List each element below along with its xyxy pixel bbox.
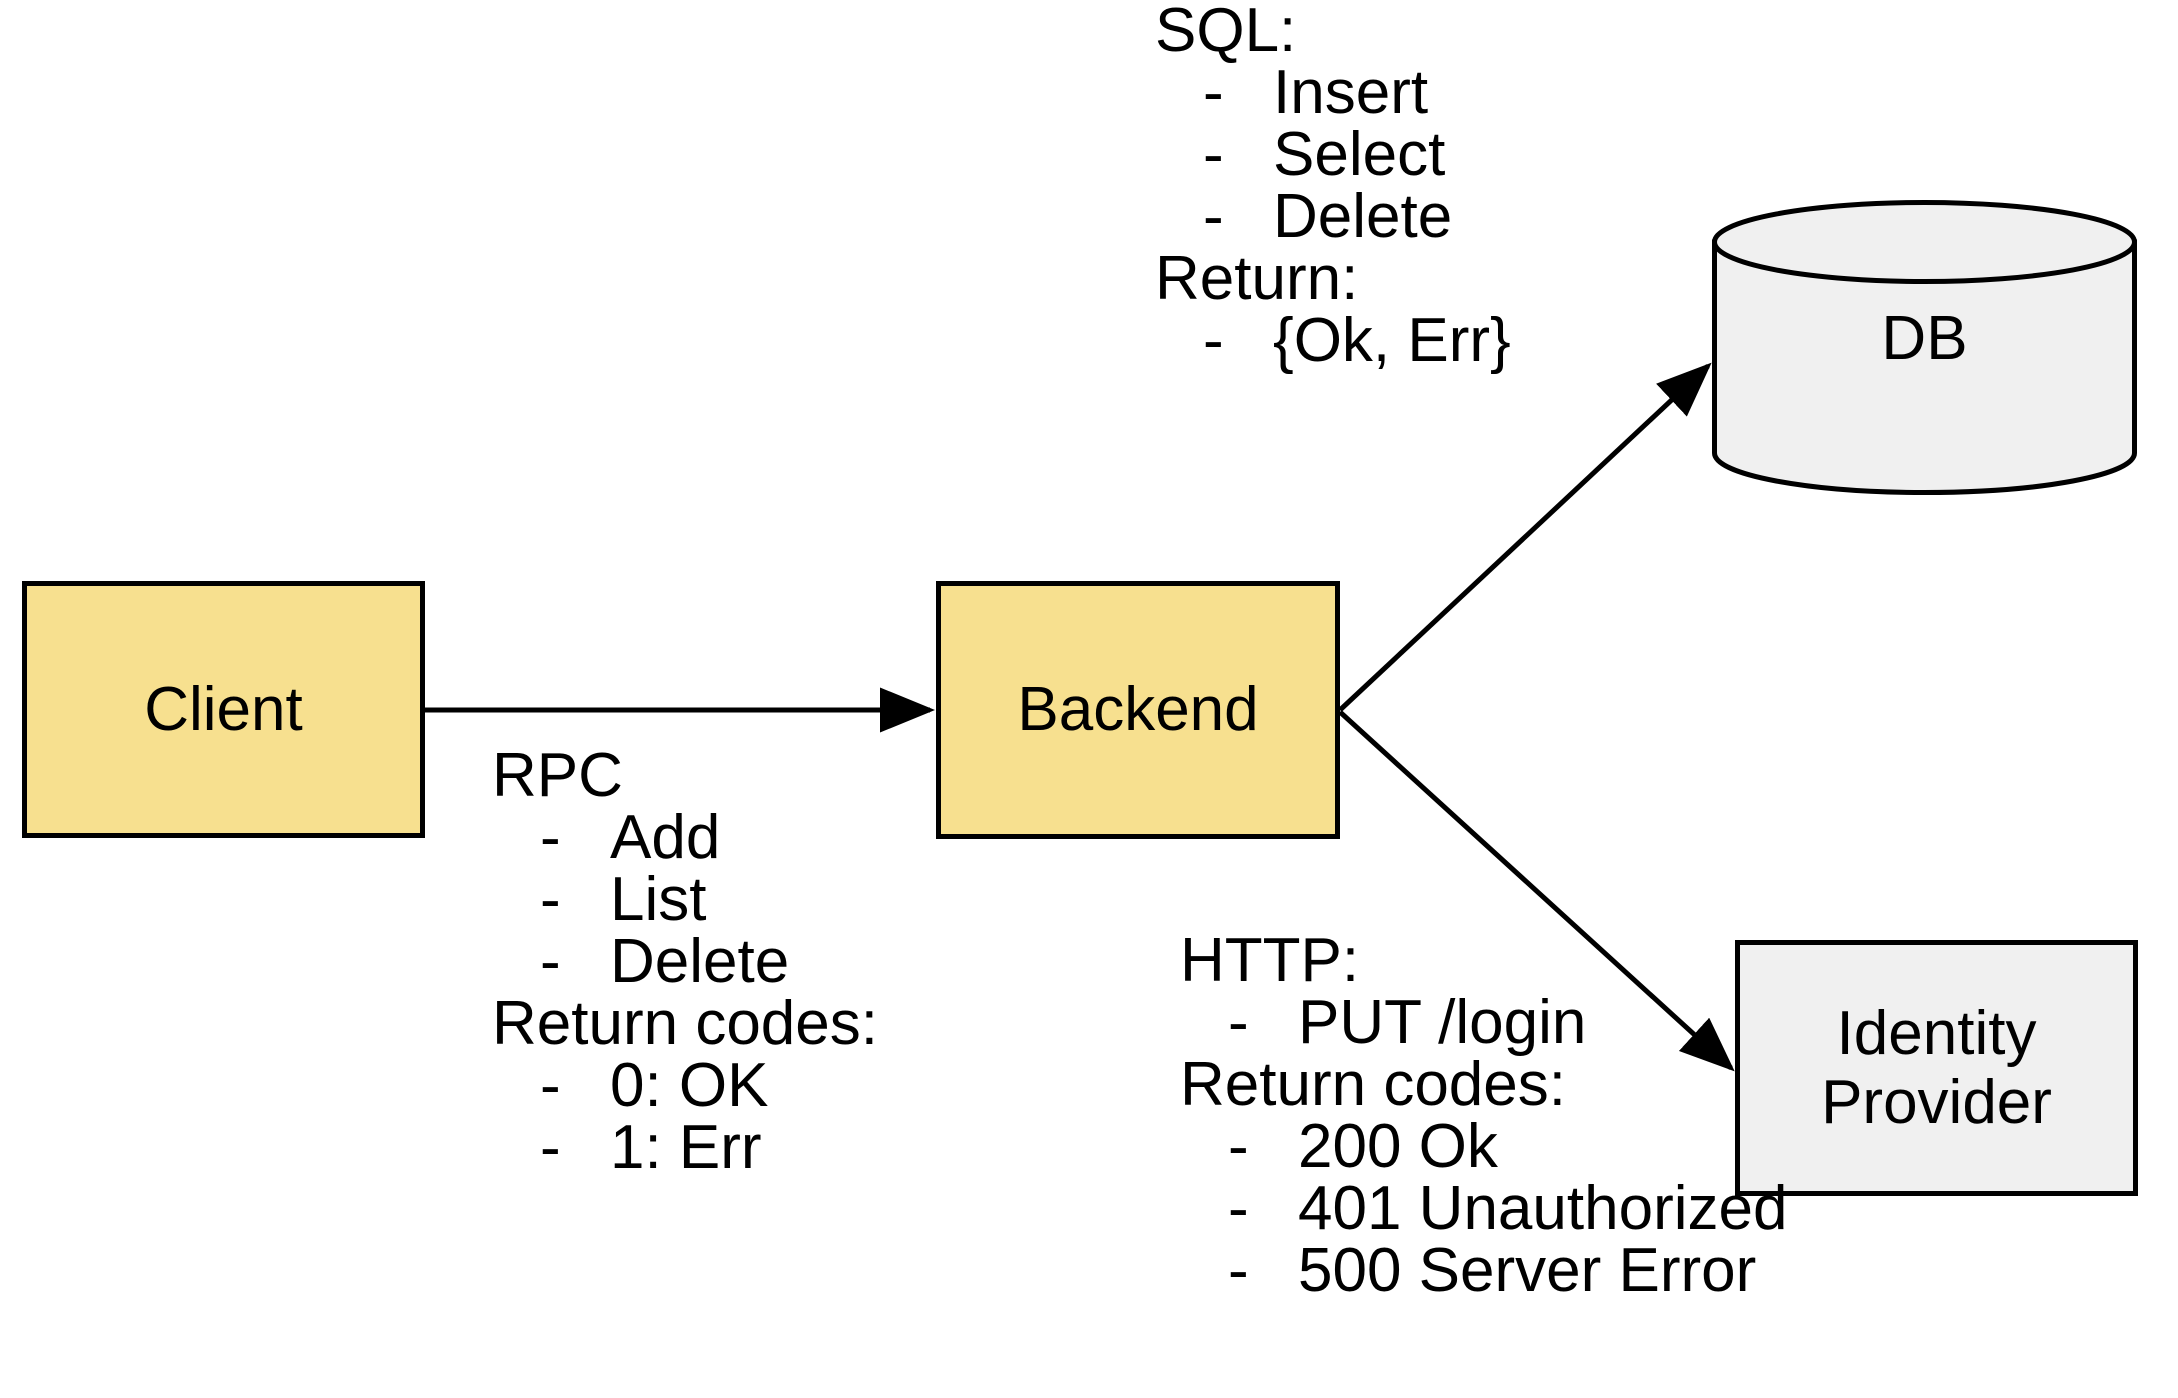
idp-label-line2: Provider [1821, 1068, 2052, 1137]
bullet-marker: - [540, 927, 561, 996]
list-item: -Delete [1155, 186, 1511, 248]
annotation-rpc: RPC -Add -List -Delete Return codes: -0:… [492, 745, 878, 1179]
bullet-marker: - [540, 1113, 561, 1182]
node-backend-label: Backend [1017, 675, 1259, 745]
list-item: -PUT /login [1180, 992, 1787, 1054]
list-item-text: Delete [610, 927, 790, 996]
list-item: -Select [1155, 124, 1511, 186]
bullet-marker: - [540, 803, 561, 872]
bullet-marker: - [540, 865, 561, 934]
bullet-marker: - [1228, 1112, 1249, 1181]
list-item-text: Select [1273, 120, 1446, 189]
annotation-sql-return-items: -{Ok, Err} [1155, 310, 1511, 372]
list-item: -Add [492, 807, 878, 869]
list-item: -0: OK [492, 1055, 878, 1117]
list-item-text: 401 Unauthorized [1298, 1174, 1788, 1243]
annotation-rpc-return-heading: Return codes: [492, 989, 878, 1058]
list-item-text: PUT /login [1298, 988, 1587, 1057]
node-client[interactable]: Client [22, 581, 425, 838]
annotation-http-return-heading: Return codes: [1180, 1050, 1566, 1119]
annotation-http-items: -PUT /login [1180, 992, 1787, 1054]
list-item-text: Delete [1273, 182, 1453, 251]
list-item-text: 500 Server Error [1298, 1236, 1757, 1305]
list-item: -401 Unauthorized [1180, 1178, 1787, 1240]
node-db-label: DB [1881, 304, 1968, 373]
annotation-rpc-heading: RPC [492, 741, 623, 810]
list-item: -Insert [1155, 62, 1511, 124]
list-item: -500 Server Error [1180, 1240, 1787, 1302]
list-item-text: List [610, 865, 707, 934]
list-item: -List [492, 869, 878, 931]
annotation-sql-heading: SQL: [1155, 0, 1297, 65]
list-item-text: 200 Ok [1298, 1112, 1498, 1181]
node-db[interactable]: DB [1712, 200, 2137, 495]
node-backend[interactable]: Backend [936, 581, 1340, 839]
annotation-sql-return-heading: Return: [1155, 244, 1359, 313]
idp-label-line1: Identity [1836, 998, 2037, 1068]
bullet-marker: - [1203, 120, 1224, 189]
list-item-text: 1: Err [610, 1113, 762, 1182]
list-item-text: 0: OK [610, 1051, 769, 1120]
database-cylinder-icon [1712, 200, 2137, 495]
list-item-text: Insert [1273, 58, 1429, 127]
annotation-http-return-items: -200 Ok -401 Unauthorized -500 Server Er… [1180, 1116, 1787, 1302]
list-item: -1: Err [492, 1117, 878, 1179]
bullet-marker: - [1228, 988, 1249, 1057]
list-item: -Delete [492, 931, 878, 993]
bullet-marker: - [1203, 182, 1224, 251]
annotation-sql-items: -Insert -Select -Delete [1155, 62, 1511, 248]
edge-backend-db [1338, 362, 1712, 712]
list-item-text: Add [610, 803, 721, 872]
annotation-http-heading: HTTP: [1180, 926, 1360, 995]
annotation-rpc-return-items: -0: OK -1: Err [492, 1055, 878, 1179]
bullet-marker: - [1228, 1236, 1249, 1305]
list-item: -{Ok, Err} [1155, 310, 1511, 372]
list-item-text: {Ok, Err} [1273, 306, 1511, 375]
list-item: -200 Ok [1180, 1116, 1787, 1178]
annotation-http: HTTP: -PUT /login Return codes: -200 Ok … [1180, 930, 1787, 1302]
annotation-sql: SQL: -Insert -Select -Delete Return: -{O… [1155, 0, 1511, 372]
bullet-marker: - [1203, 58, 1224, 127]
node-client-label: Client [144, 674, 303, 744]
bullet-marker: - [1203, 306, 1224, 375]
bullet-marker: - [540, 1051, 561, 1120]
annotation-rpc-items: -Add -List -Delete [492, 807, 878, 993]
bullet-marker: - [1228, 1174, 1249, 1243]
